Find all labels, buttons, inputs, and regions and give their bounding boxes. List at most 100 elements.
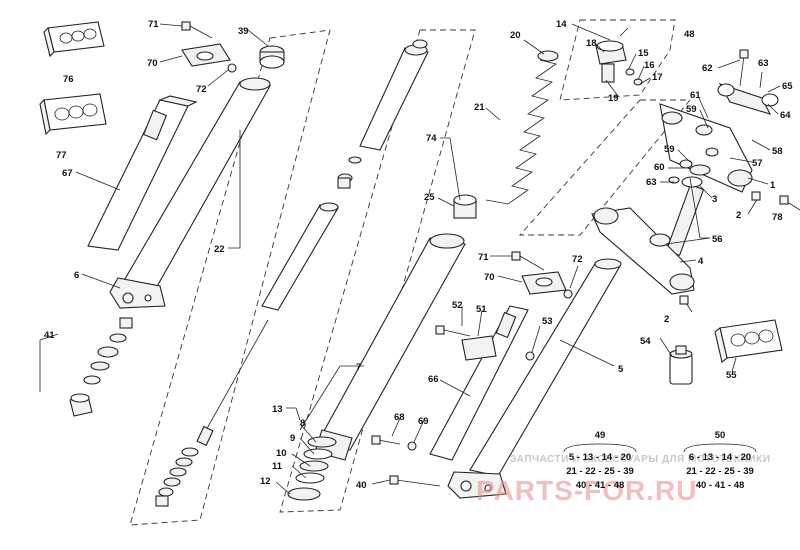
callout-63-top: 63 [758, 58, 769, 69]
decal-77 [39, 93, 107, 136]
callout-62: 62 [702, 63, 713, 74]
callout-59-mid: 59 [664, 144, 675, 155]
callout-11: 11 [272, 461, 283, 472]
spacer-group-22 [337, 156, 362, 189]
kit-49-line-1: 5 - 13 - 14 - 20 [569, 452, 631, 463]
kit-50-brace [683, 443, 757, 453]
bolt-63-top [759, 71, 763, 89]
bolt-68-69 [371, 435, 417, 451]
callout-67: 67 [62, 168, 73, 179]
spacer-25 [453, 194, 477, 219]
bolt-2-lower [679, 295, 693, 313]
clamp-70-right [521, 271, 567, 295]
callout-6: 6 [74, 270, 79, 281]
stanchion-7 [359, 39, 429, 151]
callout-39: 39 [238, 26, 249, 37]
upper-triple-clamp-1 [659, 103, 753, 193]
damper-rod-22 [196, 202, 339, 447]
callout-77: 77 [56, 150, 67, 161]
callout-65: 65 [782, 81, 793, 92]
callout-labels: 71 70 72 39 76 77 67 6 41 22 7 13 8 9 10… [44, 19, 793, 491]
decal-55 [714, 319, 783, 363]
callout-1: 1 [770, 180, 776, 191]
kit-49: 49 5 - 13 - 14 - 20 21 - 22 - 25 - 39 40… [563, 430, 637, 491]
leader-lines [39, 23, 781, 495]
bolt-71-left [181, 21, 213, 39]
bolt-2-upper [747, 191, 761, 215]
callout-3: 3 [712, 194, 717, 205]
bolt-71-right [511, 251, 545, 271]
callout-2-lower: 2 [664, 314, 669, 325]
bolt-78 [779, 195, 800, 211]
kit-50-line-3: 40 - 41 - 48 [696, 480, 745, 491]
seal-stack-8-12 [287, 436, 337, 501]
fork-leg-5 [447, 258, 622, 499]
group-box-48 [559, 19, 676, 101]
callout-25: 25 [424, 192, 435, 203]
callout-78: 78 [772, 212, 783, 223]
callout-59-top: 59 [686, 104, 697, 115]
nut-72-left [227, 63, 237, 73]
callout-64: 64 [780, 110, 791, 121]
bolt-62 [739, 49, 749, 87]
bearing-parts-56-59-60 [668, 124, 713, 184]
clamp-70-left [181, 43, 231, 67]
watermark-tagline: ЗАПЧАСТИ И АКСЕССУАРЫ ДЛЯ МОТОТЕХНИКИ [510, 454, 770, 465]
kit-50-line-2: 21 - 22 - 25 - 39 [686, 466, 754, 477]
valve-stack [155, 447, 199, 507]
nut-72-right [563, 289, 573, 299]
callout-14: 14 [556, 19, 567, 30]
oil-bottle-54 [669, 345, 693, 385]
callout-58: 58 [772, 146, 783, 157]
callout-20: 20 [510, 30, 521, 41]
decal-76 [43, 21, 105, 58]
callout-22: 22 [214, 244, 225, 255]
group-box-22 [129, 29, 331, 526]
callout-9: 9 [290, 433, 295, 444]
spring-21 [485, 59, 557, 205]
outer-tube-7 [314, 233, 466, 461]
callout-54: 54 [640, 336, 651, 347]
callout-56: 56 [712, 234, 723, 245]
cap-39 [259, 45, 285, 69]
callout-17: 17 [652, 72, 663, 83]
callout-70-right: 70 [484, 272, 495, 283]
callout-52: 52 [452, 300, 463, 311]
kit-50: 50 6 - 13 - 14 - 20 21 - 22 - 25 - 39 40… [683, 430, 757, 491]
callout-76: 76 [63, 74, 74, 85]
callout-13: 13 [272, 404, 283, 415]
group-box-74 [518, 99, 691, 236]
kit-49-line-2: 21 - 22 - 25 - 39 [566, 466, 634, 477]
callout-71-left: 71 [148, 19, 159, 30]
axle-bolt-40 [389, 475, 441, 487]
handlebar-clamp-64 [717, 83, 779, 115]
callout-2-upper: 2 [736, 210, 741, 221]
brake-bracket-51 [435, 325, 497, 361]
callout-70-left: 70 [147, 58, 158, 69]
callout-19: 19 [608, 93, 619, 104]
callout-16: 16 [644, 60, 655, 71]
kit-50-line-1: 6 - 13 - 14 - 20 [689, 452, 751, 463]
callout-10: 10 [276, 448, 287, 459]
lower-triple-clamp-4 [591, 207, 695, 295]
callout-18: 18 [586, 38, 597, 49]
callout-40: 40 [356, 480, 367, 491]
fork-leg-6 [109, 77, 271, 309]
callout-12: 12 [260, 476, 271, 487]
callout-63-mid: 63 [646, 177, 657, 188]
group-box-7 [279, 29, 476, 513]
callout-72-right: 72 [572, 254, 583, 265]
callout-8: 8 [300, 418, 305, 429]
callout-71-right: 71 [478, 252, 489, 263]
callout-69: 69 [418, 416, 429, 427]
callout-41: 41 [44, 330, 55, 341]
spring-seat-20 [537, 50, 559, 62]
callout-60: 60 [654, 162, 665, 173]
kit-49-line-3: 40 - 41 - 48 [576, 480, 625, 491]
callout-72-left: 72 [196, 84, 207, 95]
kit-49-number: 49 [595, 430, 606, 441]
callout-61: 61 [690, 90, 701, 101]
kit-49-brace [563, 443, 637, 453]
